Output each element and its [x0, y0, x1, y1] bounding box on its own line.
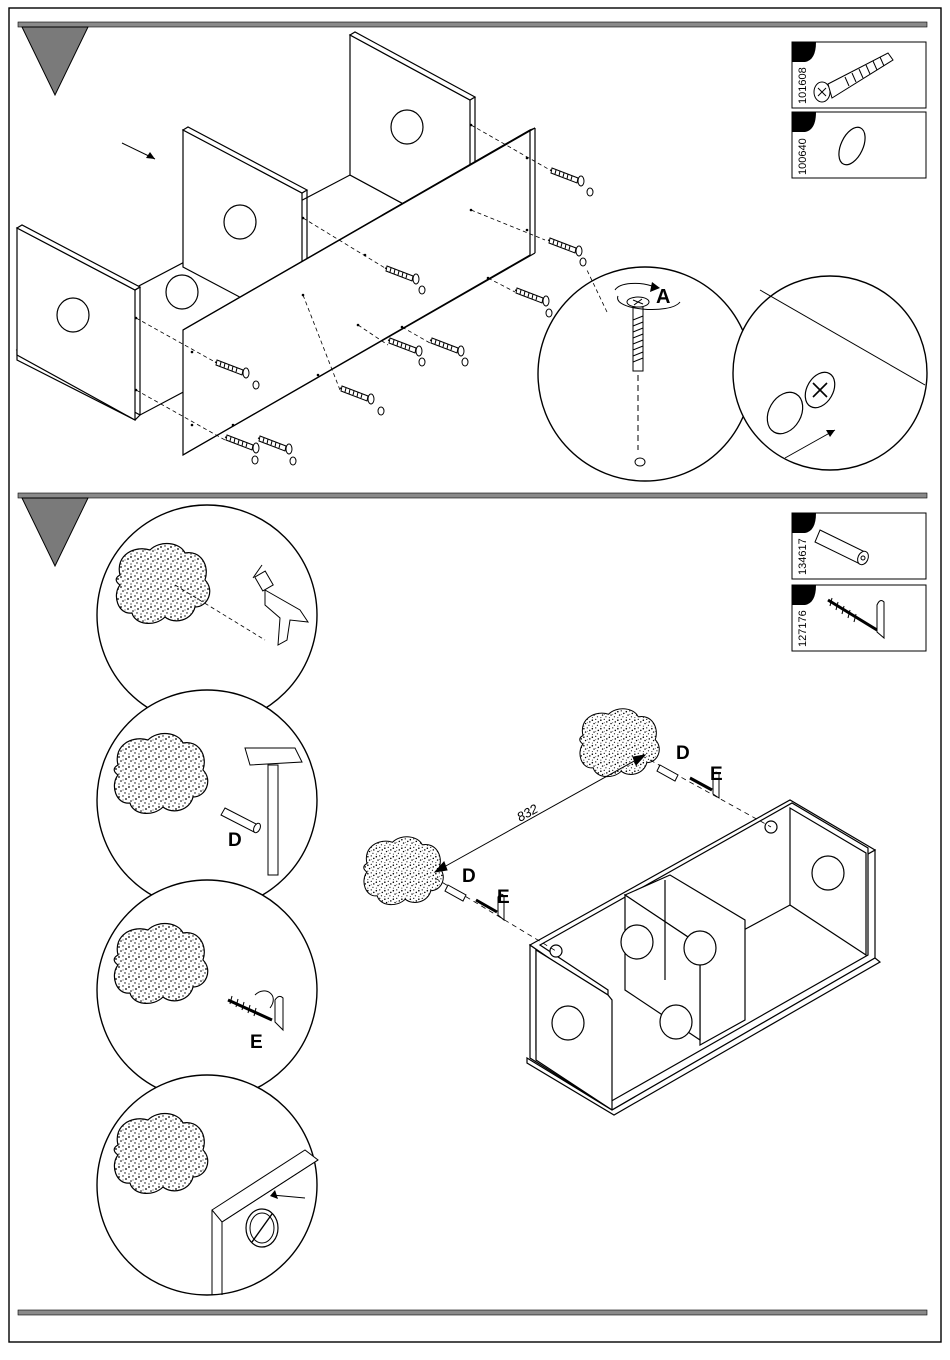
step2-panel: 134617 127176 — [18, 493, 927, 1295]
step2-header-bar — [18, 493, 927, 498]
parts-box-127176: 127176 — [792, 585, 926, 651]
callout-e-left: E — [497, 887, 510, 908]
part-number-100640: 100640 — [797, 138, 809, 175]
callout-d-detail: D — [228, 830, 242, 851]
insert-direction-arrow — [122, 143, 155, 159]
part-number-101608: 101608 — [797, 67, 809, 104]
dimension-value: 832 — [514, 801, 541, 825]
footer-bar — [18, 1310, 927, 1315]
callout-d-left: D — [462, 866, 476, 887]
step1-panel: A 101608 — [17, 22, 927, 481]
step1-triangle-marker — [22, 27, 88, 95]
cloud-ornament-right — [580, 709, 659, 777]
part-number-134617: 134617 — [797, 538, 809, 575]
detail-circle-screwing: A — [538, 267, 752, 481]
parts-box-134617: 134617 — [792, 513, 926, 579]
step2-detail-4-attach — [97, 1075, 318, 1295]
step2-detail-3-hook: E — [97, 880, 317, 1100]
shelf-assembly-drawing — [17, 32, 535, 455]
dimension-line: 832 — [435, 755, 645, 872]
parts-box-100640: 100640 — [792, 112, 926, 178]
cloud-ornament-left — [364, 837, 443, 905]
part-number-127176: 127176 — [797, 610, 809, 647]
dowel-right — [657, 765, 678, 781]
step2-triangle-marker — [22, 498, 88, 566]
detail-circle-cap — [733, 276, 927, 470]
step1-header-bar — [18, 22, 927, 27]
callout-e-detail: E — [250, 1032, 263, 1053]
callout-d-right: D — [676, 743, 690, 764]
detail-label-a: A — [656, 286, 670, 308]
dowel-left — [445, 885, 466, 901]
callout-e-right: E — [710, 764, 723, 785]
parts-box-101608: 101608 — [792, 42, 926, 108]
step2-detail-2-hammer: D — [97, 690, 317, 910]
